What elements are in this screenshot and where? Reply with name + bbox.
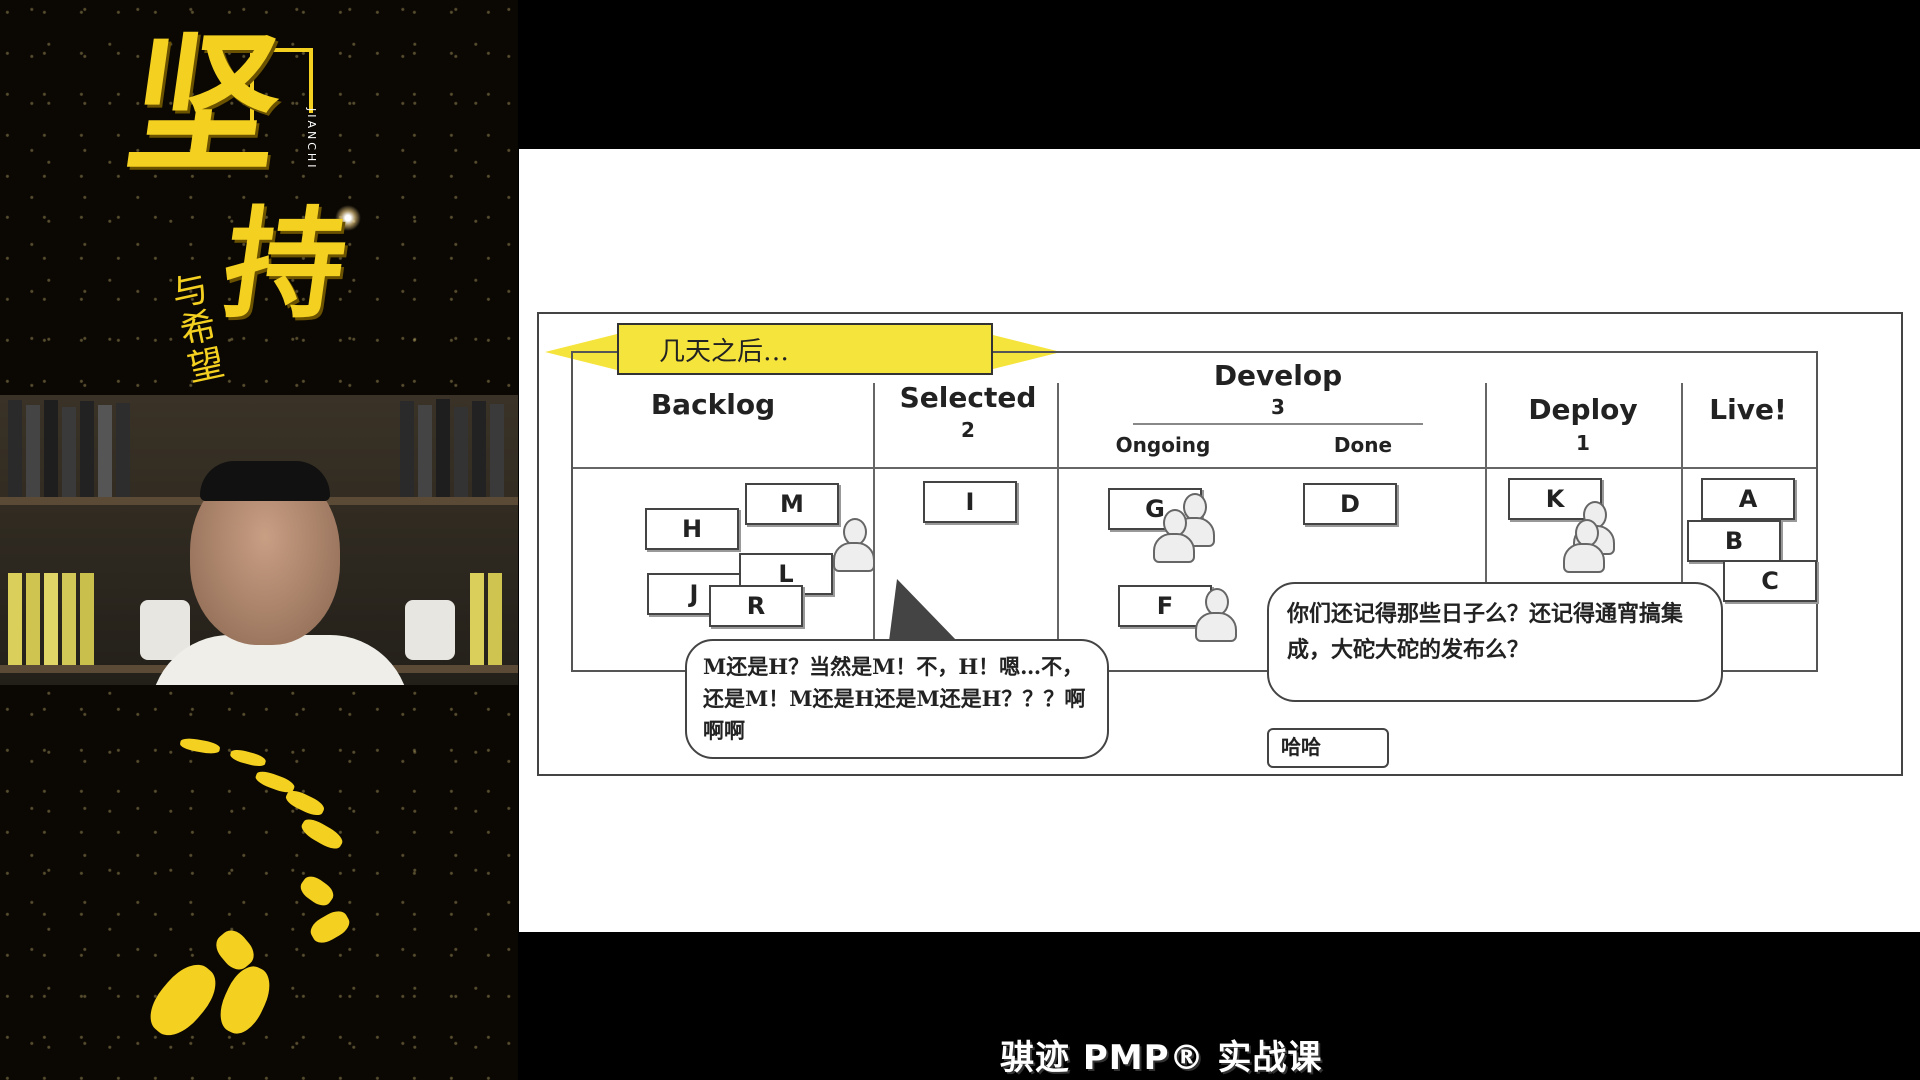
person-icon-body [833, 542, 875, 572]
book [454, 407, 468, 497]
course-caption: 骐迹 PMP® 实战课 [1000, 1038, 1323, 1078]
book [470, 573, 484, 665]
card-c: C [1723, 560, 1817, 602]
card-m: M [745, 483, 839, 525]
column-divider [1681, 383, 1683, 668]
calligraphy-chi: 持 [215, 194, 355, 335]
subcolumn-ongoing: Ongoing [1115, 433, 1211, 457]
book [98, 405, 112, 497]
presentation-slide: Backlog Selected 2 Develop 3 Ongoing Don… [519, 149, 1920, 932]
subcolumn-done: Done [1333, 433, 1393, 457]
person-icon-head [1183, 493, 1207, 521]
person-icon-body [1563, 543, 1605, 573]
speech-bubble-haha: 哈哈 [1267, 728, 1389, 768]
calligraphy-stroke [309, 48, 313, 113]
book [62, 573, 76, 665]
book [8, 400, 22, 497]
person-icon-head [1205, 588, 1229, 616]
book [44, 573, 58, 665]
card-r: R [709, 585, 803, 627]
calligraphy-jian: 坚 [117, 17, 293, 193]
column-develop-wip: 3 [1271, 395, 1285, 419]
kanban-board: Backlog Selected 2 Develop 3 Ongoing Don… [571, 351, 1818, 672]
book [26, 573, 40, 665]
calligraphy-stroke [250, 50, 254, 130]
book [418, 405, 432, 497]
column-divider [1485, 383, 1487, 668]
card-b: B [1687, 520, 1781, 562]
webcam-feed [0, 395, 518, 685]
kanban-illustration: Backlog Selected 2 Develop 3 Ongoing Don… [537, 312, 1903, 776]
calligraphy-stroke [245, 48, 313, 52]
column-live-title: Live! [1709, 393, 1787, 426]
column-selected-title: Selected [899, 381, 1037, 414]
column-develop-title: Develop [1213, 359, 1343, 392]
presenter-hair [200, 461, 330, 501]
book [400, 401, 414, 497]
person-icon-body [1195, 612, 1237, 642]
book [26, 405, 40, 497]
lens-flare [335, 205, 361, 231]
book [490, 404, 504, 497]
column-deploy-title: Deploy [1528, 393, 1638, 426]
book [8, 573, 22, 665]
card-f: F [1118, 585, 1212, 627]
book [80, 401, 94, 497]
book [436, 399, 450, 497]
column-deploy-wip: 1 [1576, 431, 1590, 455]
column-backlog-title: Backlog [650, 388, 776, 421]
card-h: H [645, 508, 739, 550]
banner-ribbon: 几天之后… [617, 323, 993, 375]
presenter [150, 461, 410, 685]
column-selected-wip: 2 [961, 418, 975, 442]
calligraphy-pinyin: JIANCHI [305, 108, 318, 171]
decorative-sidebar: 坚 JIANCHI 持 与希望 [0, 0, 518, 1080]
book [44, 400, 58, 497]
card-d: D [1303, 483, 1397, 525]
speech-bubble-team: 你们还记得那些日子么？还记得通宵搞集成，大砣大砣的发布么？ [1267, 582, 1723, 702]
book [472, 401, 486, 497]
book [62, 407, 76, 497]
book [116, 403, 130, 497]
card-a: A [1701, 478, 1795, 520]
book [488, 573, 502, 665]
header-divider [573, 467, 1816, 469]
person-icon-body [1153, 533, 1195, 563]
bubble-tail [889, 579, 957, 641]
banner-title: 几天之后… [659, 337, 790, 367]
person-icon-head [1163, 509, 1187, 537]
column-divider [873, 383, 875, 668]
book [80, 573, 94, 665]
speech-bubble-backlog: M还是H？当然是M！不，H！嗯…不，还是M！M还是H还是M还是H？？？啊啊啊 [685, 639, 1109, 759]
plant-pot [405, 600, 455, 660]
develop-underline [1133, 423, 1423, 425]
card-i: I [923, 481, 1017, 523]
column-divider [1057, 383, 1059, 668]
